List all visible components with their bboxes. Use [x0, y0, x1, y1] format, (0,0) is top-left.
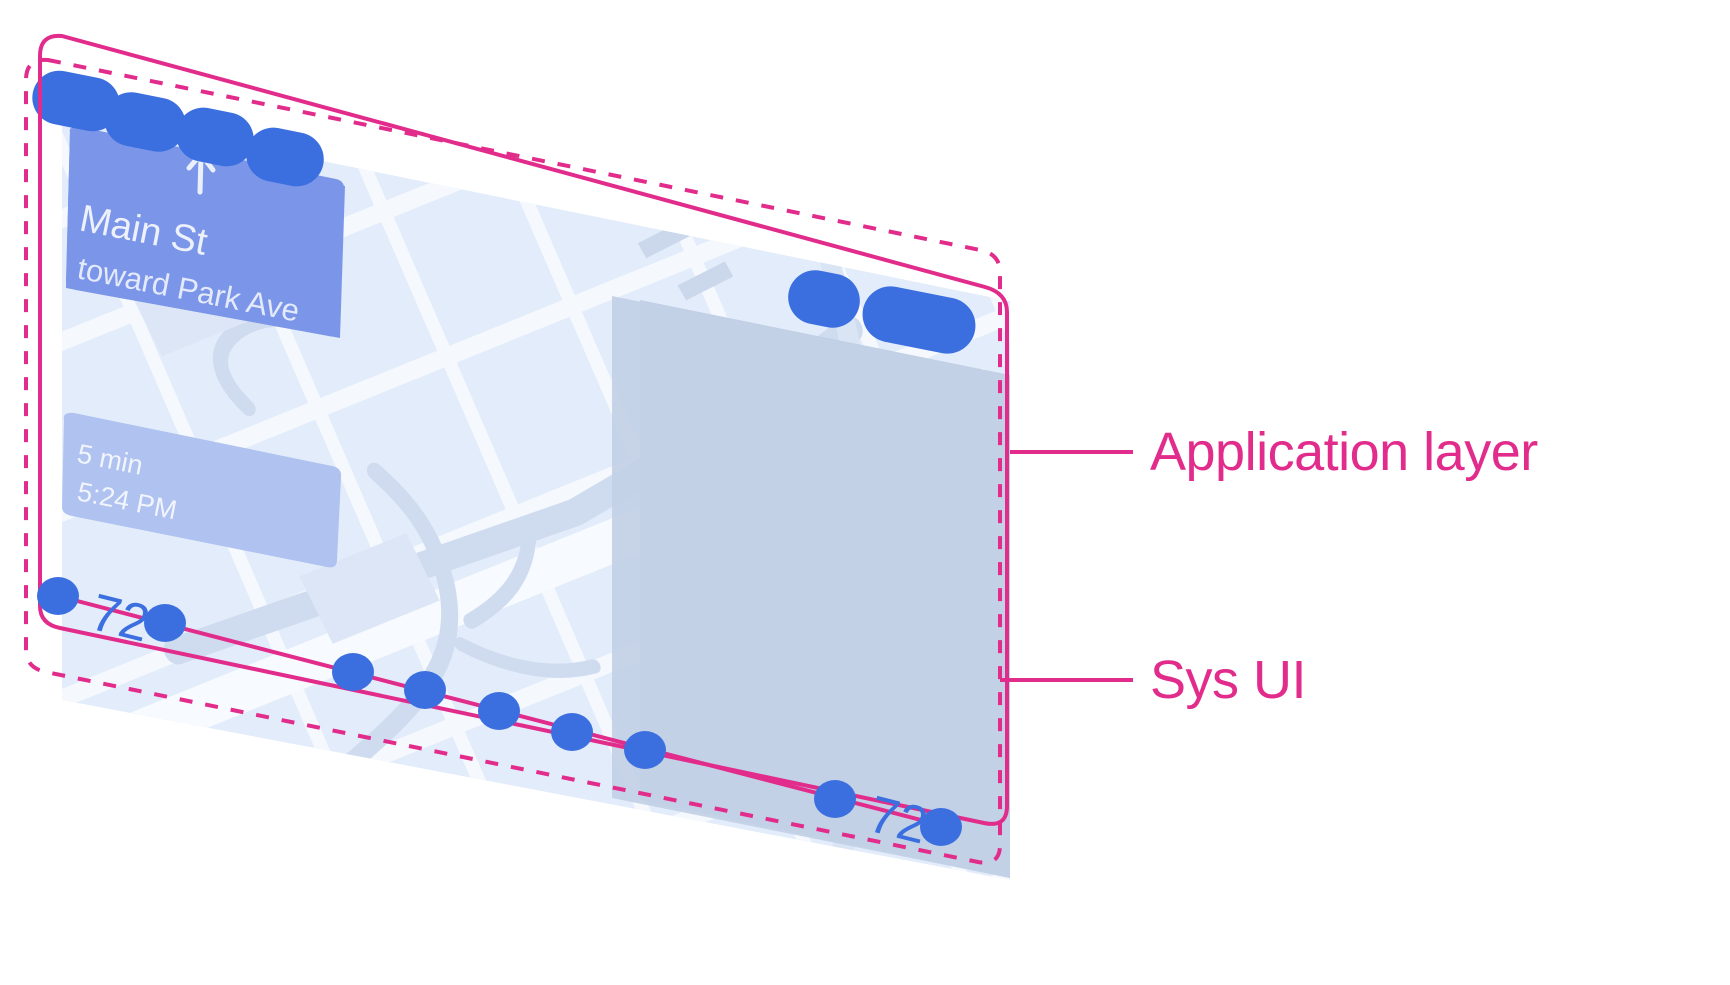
- status-pills-top-right[interactable]: [783, 266, 980, 359]
- touch-size-label-left: 72: [85, 583, 155, 653]
- touch-dot[interactable]: [478, 692, 520, 730]
- status-pill-6[interactable]: [858, 281, 981, 358]
- device-screen: Main St toward Park Ave 5 min 5:24 PM: [0, 0, 1449, 985]
- touch-dot[interactable]: [920, 808, 962, 846]
- touch-dot[interactable]: [551, 713, 593, 751]
- touch-dot[interactable]: [144, 604, 186, 642]
- status-pill-5[interactable]: [783, 266, 864, 333]
- touch-dot[interactable]: [332, 653, 374, 691]
- map-view[interactable]: [0, 0, 1449, 985]
- label-application-layer: Application layer: [1150, 422, 1538, 482]
- label-sys-ui: Sys UI: [1150, 650, 1306, 710]
- touch-dot[interactable]: [404, 671, 446, 709]
- status-pills-top-left[interactable]: [28, 66, 329, 191]
- status-pill-1[interactable]: [28, 66, 125, 136]
- callout-sys-ui: Sys UI: [1000, 650, 1307, 710]
- application-layer-outline-solid: [38, 33, 1009, 826]
- touch-target-chain: 72 72: [37, 577, 962, 856]
- status-pill-4[interactable]: [241, 123, 328, 191]
- touch-dot[interactable]: [624, 731, 666, 769]
- map-side-panel-shade: [612, 296, 1010, 878]
- touch-dot[interactable]: [814, 780, 856, 818]
- callout-application-layer: Application layer: [1010, 422, 1539, 482]
- eta-card[interactable]: 5 min 5:24 PM: [62, 412, 342, 568]
- touch-size-label-right: 72: [863, 785, 933, 855]
- sys-ui-outline-dashed: [24, 57, 1002, 865]
- status-pill-3[interactable]: [171, 103, 258, 171]
- touch-dot[interactable]: [37, 577, 79, 615]
- status-pill-2[interactable]: [100, 88, 191, 157]
